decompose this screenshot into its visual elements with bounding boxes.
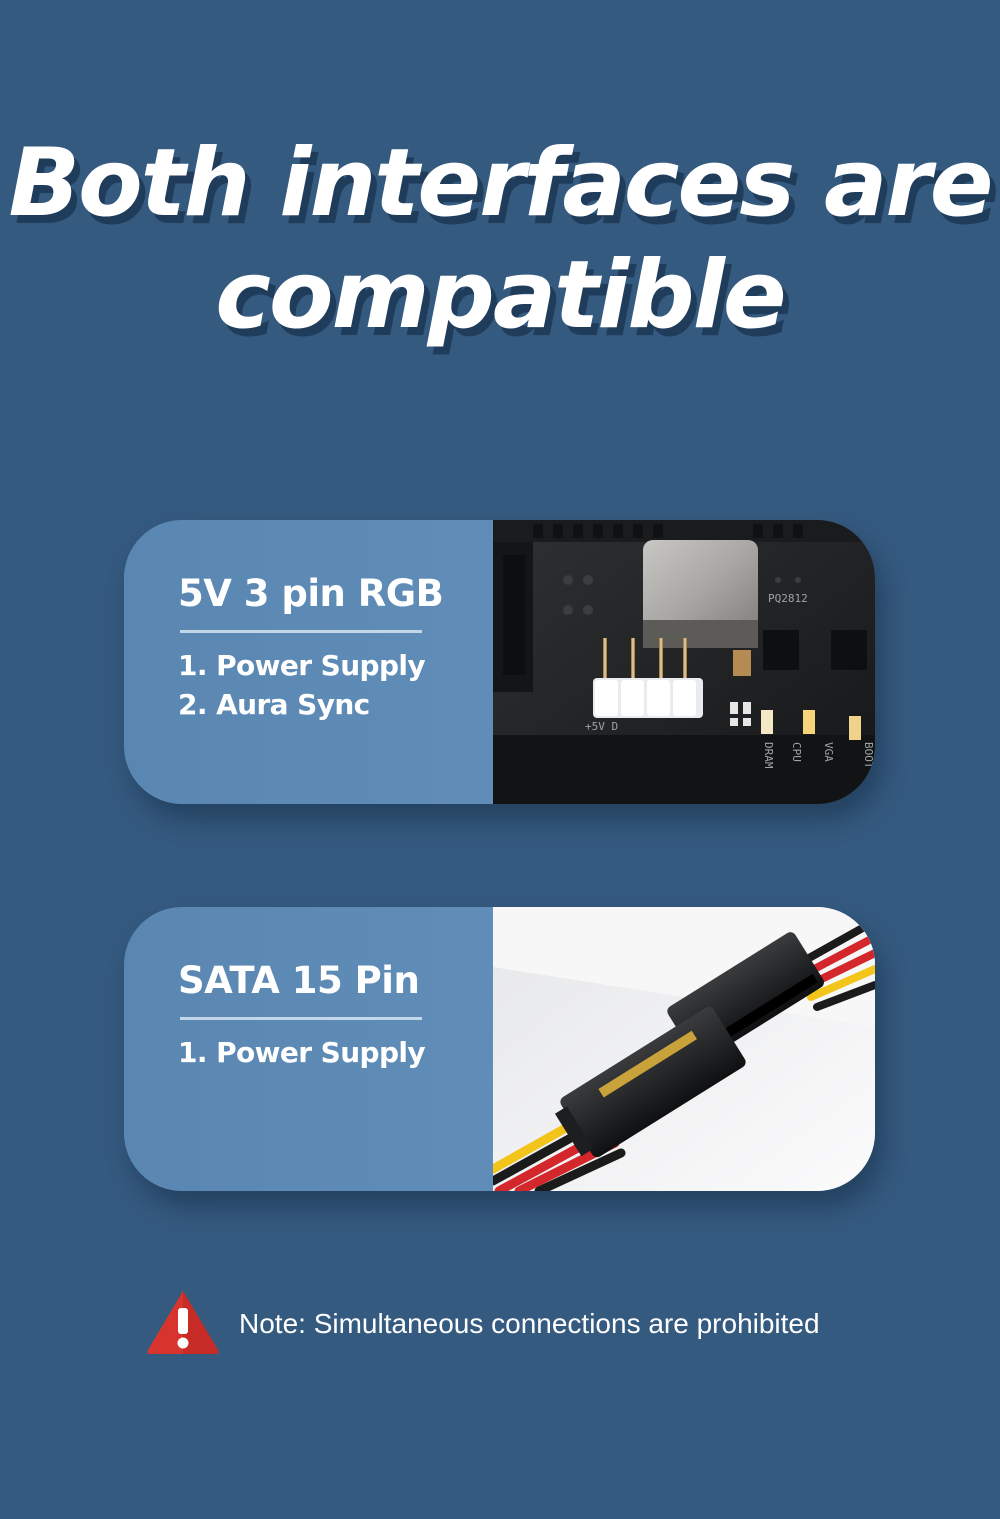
headline-line-2: compatible bbox=[215, 241, 786, 350]
pcb-label-vga: VGA bbox=[822, 742, 835, 762]
pcb-label-5vd: +5V D bbox=[585, 720, 618, 733]
pcb-label-boot: BOOT bbox=[862, 742, 875, 769]
rgb-feature-power: 1. Power Supply bbox=[178, 649, 426, 682]
sata-feature-power: 1. Power Supply bbox=[178, 1036, 426, 1069]
rgb-card-text: 5V 3 pin RGB 1. Power Supply 2. Aura Syn… bbox=[178, 520, 478, 804]
sata-card-divider bbox=[180, 1017, 422, 1020]
headline: Both interfaces are compatible bbox=[0, 128, 1000, 352]
sata-card-text: SATA 15 Pin 1. Power Supply bbox=[178, 907, 478, 1191]
warning-note: Note: Simultaneous connections are prohi… bbox=[145, 1288, 905, 1358]
pcb-label-pq2812: PQ2812 bbox=[768, 592, 808, 605]
pcb-label-cpu: CPU bbox=[790, 742, 803, 762]
rgb-interface-card: 5V 3 pin RGB 1. Power Supply 2. Aura Syn… bbox=[124, 520, 875, 804]
sata-connector-photo bbox=[493, 907, 875, 1191]
rgb-card-divider bbox=[180, 630, 422, 633]
rgb-feature-list: 1. Power Supply 2. Aura Sync bbox=[178, 646, 426, 724]
rgb-feature-aura: 2. Aura Sync bbox=[178, 688, 370, 721]
sata-interface-card: SATA 15 Pin 1. Power Supply bbox=[124, 907, 875, 1191]
rgb-card-title: 5V 3 pin RGB bbox=[178, 572, 444, 615]
sata-feature-list: 1. Power Supply bbox=[178, 1033, 426, 1072]
pcb-label-dram: DRAM bbox=[762, 742, 775, 769]
headline-line-1: Both interfaces are bbox=[8, 129, 993, 238]
warning-icon bbox=[147, 1291, 219, 1354]
note-text: Note: Simultaneous connections are prohi… bbox=[239, 1308, 820, 1339]
motherboard-rgb-header-photo: +5V D PQ2812 DRAM CPU VGA BOOT bbox=[493, 520, 875, 804]
sata-card-title: SATA 15 Pin bbox=[178, 959, 420, 1002]
